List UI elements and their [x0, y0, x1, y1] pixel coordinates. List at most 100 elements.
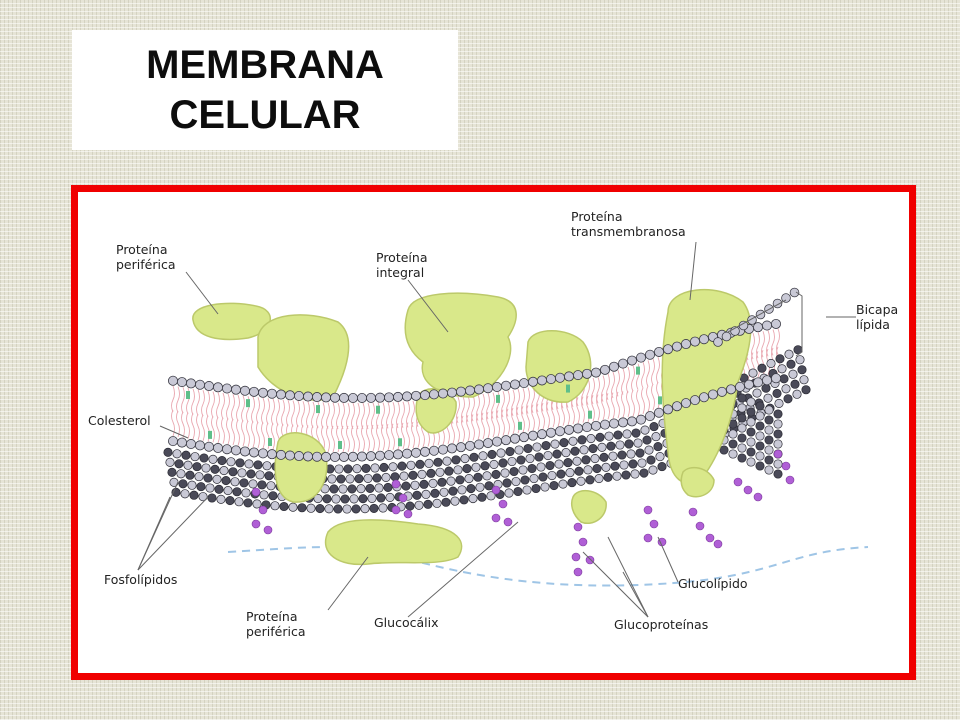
glycan-sugar	[743, 485, 753, 495]
lipid-tail	[611, 392, 615, 419]
phospholipid-head	[432, 498, 442, 508]
phospholipid-head	[561, 448, 571, 458]
phospholipid-head	[446, 476, 456, 486]
glycan-sugar	[585, 555, 595, 565]
phospholipid-head	[744, 379, 755, 390]
phospholipid-head	[239, 385, 250, 396]
leader-line	[689, 241, 697, 301]
phospholipid-head	[764, 435, 774, 445]
phospholipid-head	[516, 455, 526, 465]
phospholipid-head	[538, 472, 548, 482]
phospholipid-head	[764, 465, 774, 475]
lipid-tail	[621, 368, 625, 395]
phospholipid-head	[773, 429, 783, 439]
glycan-sugar	[573, 567, 583, 577]
phospholipid-head	[536, 375, 547, 386]
phospholipid-head	[459, 495, 469, 505]
phospholipid-head	[541, 440, 551, 451]
phospholipid-head	[187, 480, 197, 490]
lipid-tail	[221, 392, 225, 420]
phospholipid-head	[633, 438, 643, 448]
phospholipid-head	[205, 483, 215, 493]
phospholipid-head	[455, 475, 465, 485]
phospholipid-head	[764, 445, 774, 455]
phospholipid-head	[399, 471, 409, 481]
label-glucolipido: Glucolípido	[678, 576, 748, 591]
phospholipid-head	[195, 379, 206, 390]
leader-line	[137, 496, 171, 571]
lipid-tail	[351, 402, 355, 430]
phospholipid-head	[708, 389, 719, 400]
phospholipid-head	[621, 470, 631, 480]
glycan-sugar	[498, 499, 508, 509]
phospholipid-head	[306, 503, 316, 513]
phospholipid-head	[237, 468, 247, 478]
phospholipid-head	[279, 501, 289, 512]
leader-line	[582, 551, 649, 618]
lipid-tail	[176, 410, 180, 438]
phospholipid-head	[563, 371, 574, 382]
phospholipid-head	[244, 459, 254, 469]
lipid-tail	[236, 394, 240, 422]
lipid-tail	[476, 413, 480, 440]
phospholipid-head	[672, 401, 683, 412]
lipid-tail	[631, 390, 635, 417]
phospholipid-head	[500, 380, 511, 391]
glycan-sugar	[785, 475, 795, 485]
glycoprotein-core-right	[680, 466, 715, 498]
phospholipid-head	[275, 449, 286, 460]
lipid-tail	[486, 411, 490, 439]
phospholipid-head	[663, 344, 674, 355]
phospholipid-head	[753, 322, 764, 333]
phospholipid-head	[367, 493, 377, 503]
integral-protein-center	[404, 292, 517, 398]
lipid-tail	[501, 409, 505, 436]
phospholipid-head	[401, 481, 411, 491]
lipid-tail	[346, 402, 350, 430]
lipid-tail	[236, 419, 240, 446]
lipid-tail	[621, 391, 625, 418]
phospholipid-head	[626, 449, 636, 459]
lipid-tail	[541, 402, 545, 430]
phospholipid-head	[737, 453, 747, 463]
label-text: transmembranosa	[571, 224, 686, 239]
phospholipid-head	[217, 456, 227, 466]
phospholipid-head	[563, 458, 573, 468]
phospholipid-head	[333, 504, 343, 514]
phospholipid-head	[210, 464, 220, 474]
phospholipid-head	[556, 469, 566, 479]
phospholipid-head	[329, 392, 340, 403]
phospholipid-head	[690, 336, 701, 347]
phospholipid-head	[410, 480, 420, 490]
phospholipid-head	[266, 388, 277, 399]
lipid-tail	[271, 423, 275, 450]
lipid-tail	[216, 416, 220, 444]
phospholipid-head	[505, 446, 515, 457]
phospholipid-head	[637, 458, 647, 468]
cholesterol-molecule	[186, 390, 190, 399]
phospholipid-head	[600, 364, 611, 375]
phospholipid-head	[347, 484, 357, 494]
phospholipid-head	[390, 472, 400, 482]
phospholipid-head	[453, 465, 463, 475]
phospholipid-head	[340, 494, 350, 504]
phospholipid-head	[574, 466, 584, 476]
phospholipid-head	[473, 439, 484, 450]
lipid-tail	[466, 414, 470, 442]
phospholipid-head	[645, 411, 656, 422]
phospholipid-head	[536, 462, 546, 472]
label-fosfolipidos: Fosfolípidos	[104, 572, 178, 587]
phospholipid-head	[572, 456, 582, 466]
phospholipid-head	[762, 320, 773, 331]
phospholipid-head	[728, 449, 738, 459]
phospholipid-head	[545, 427, 556, 438]
leader-line	[407, 279, 449, 333]
lipid-tail	[636, 389, 640, 416]
peripheral-protein-bottom	[325, 519, 463, 566]
phospholipid-head	[374, 392, 385, 403]
phospholipid-head	[451, 455, 461, 465]
phospholipid-head	[609, 418, 620, 429]
phospholipid-head	[412, 490, 422, 500]
phospholipid-head	[518, 432, 529, 443]
glycan-sugar	[643, 505, 653, 515]
